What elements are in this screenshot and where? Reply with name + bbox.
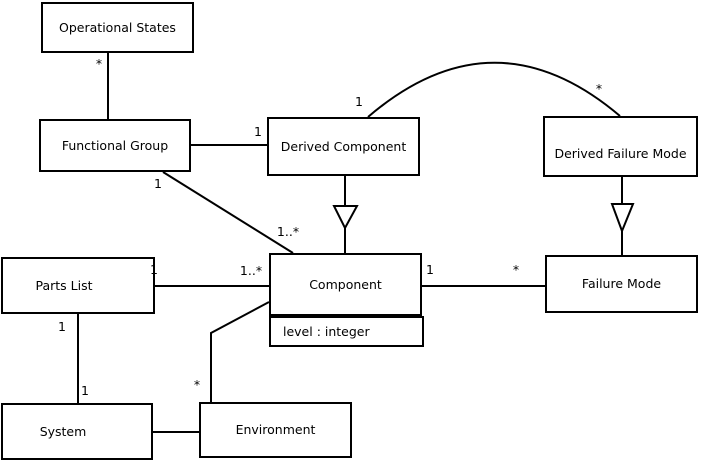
multiplicity-label: * [595, 80, 603, 96]
multiplicity-label: 1 [154, 175, 162, 191]
generalization-triangle-icon [332, 205, 359, 231]
class-name-label: Component [309, 276, 382, 292]
multiplicity-label: 1 [150, 261, 158, 277]
assoc-functional-group-component-line [162, 171, 294, 254]
multiplicity-label: 1..* [239, 262, 263, 278]
class-name-label: Parts List [35, 277, 93, 293]
multiplicity-label: * [95, 55, 103, 71]
class-name-label: Derived Component [280, 138, 407, 154]
attribute-label: level : integer [283, 324, 370, 339]
class-functional-group[interactable]: Functional Group [39, 119, 191, 172]
multiplicity-label: 1..* [276, 223, 300, 239]
multiplicity-label: 1 [355, 93, 363, 109]
class-name-label: Environment [235, 422, 316, 438]
multiplicity-label: * [512, 261, 520, 277]
class-name-label: Operational States [59, 19, 176, 35]
class-component[interactable]: Component [269, 253, 422, 316]
multiplicity-label: 1 [254, 123, 262, 139]
class-operational-states[interactable]: Operational States [41, 2, 194, 53]
multiplicity-label: 1 [58, 318, 66, 334]
class-name-label: System [39, 423, 87, 439]
class-parts-list[interactable]: Parts List [1, 257, 155, 314]
class-derived-failure-mode[interactable]: Derived Failure Mode [543, 116, 698, 177]
assoc-derived-component-derived-failure-mode-arc [367, 61, 621, 118]
assoc-component-environment-line [210, 301, 270, 402]
class-component-attributes[interactable]: level : integer [269, 316, 424, 347]
class-derived-component[interactable]: Derived Component [267, 117, 420, 176]
multiplicity-label: 1 [426, 261, 434, 277]
class-name-label: Derived Failure Mode [554, 145, 687, 161]
class-name-label: Failure Mode [581, 276, 662, 292]
multiplicity-label: * [193, 376, 201, 392]
multiplicity-label: 1 [81, 382, 89, 398]
class-environment[interactable]: Environment [199, 402, 352, 458]
class-system[interactable]: System [1, 403, 153, 460]
class-name-label: Functional Group [61, 137, 169, 153]
class-failure-mode[interactable]: Failure Mode [545, 255, 698, 313]
generalization-triangle-icon [610, 203, 635, 234]
